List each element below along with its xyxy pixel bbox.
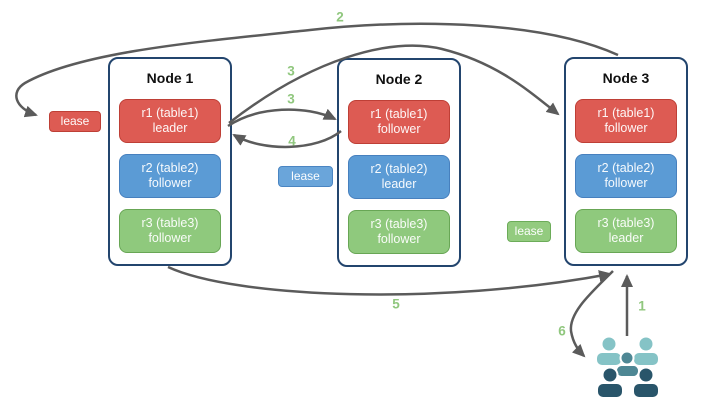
arrow-step-6-node3-to-users: [569, 270, 614, 358]
arrow-step-2-node3-to-lease: [15, 22, 619, 118]
node-2-replica-r2: r2 (table2) leader: [348, 155, 450, 199]
replica-id: r1 (table1): [141, 106, 199, 120]
node-2-title: Node 2: [375, 71, 423, 87]
step-label-2: 2: [336, 9, 344, 25]
node-3-replica-r2: r2 (table2) follower: [575, 154, 677, 198]
node-1: Node 1 r1 (table1) leader r2 (table2) fo…: [108, 57, 232, 266]
step-label-1: 1: [638, 298, 646, 314]
users-icon: [595, 335, 660, 399]
step-label-4: 4: [288, 133, 296, 149]
replica-id: r3 (table3): [370, 217, 428, 231]
replica-role: leader: [381, 177, 417, 191]
replica-role: follower: [148, 176, 192, 190]
arrow-step-3-node1-to-node2: [227, 108, 337, 128]
node-3-title: Node 3: [602, 70, 650, 86]
replica-id: r2 (table2): [370, 162, 428, 176]
replica-id: r1 (table1): [370, 107, 428, 121]
node-3-replica-r1: r1 (table1) follower: [575, 99, 677, 143]
replica-role: leader: [608, 231, 644, 245]
replica-role: follower: [377, 232, 421, 246]
lease-badge-table2: lease: [278, 166, 333, 187]
replica-role: follower: [604, 121, 648, 135]
step-label-3a: 3: [287, 63, 295, 79]
node-2-replica-r3: r3 (table3) follower: [348, 210, 450, 254]
node-1-replica-r2: r2 (table2) follower: [119, 154, 221, 198]
node-3-replica-r3: r3 (table3) leader: [575, 209, 677, 253]
node-3: Node 3 r1 (table1) follower r2 (table2) …: [564, 57, 688, 266]
replica-id: r1 (table1): [597, 106, 655, 120]
replica-id: r3 (table3): [597, 216, 655, 230]
replica-role: follower: [604, 176, 648, 190]
step-label-5: 5: [392, 296, 400, 312]
node-1-replica-r1: r1 (table1) leader: [119, 99, 221, 143]
step-label-3b: 3: [287, 91, 295, 107]
node-1-title: Node 1: [146, 70, 194, 86]
arrow-step-5-node1-to-node3: [167, 265, 612, 296]
replica-id: r3 (table3): [141, 216, 199, 230]
node-1-replica-r3: r3 (table3) follower: [119, 209, 221, 253]
node-2: Node 2 r1 (table1) follower r2 (table2) …: [337, 58, 461, 267]
step-label-6: 6: [558, 323, 566, 339]
lease-badge-table3: lease: [507, 221, 551, 242]
replica-id: r2 (table2): [141, 161, 199, 175]
replica-role: follower: [377, 122, 421, 136]
replica-role: follower: [148, 231, 192, 245]
replica-id: r2 (table2): [597, 161, 655, 175]
replica-role: leader: [152, 121, 188, 135]
lease-badge-table1: lease: [49, 111, 101, 132]
node-2-replica-r1: r1 (table1) follower: [348, 100, 450, 144]
